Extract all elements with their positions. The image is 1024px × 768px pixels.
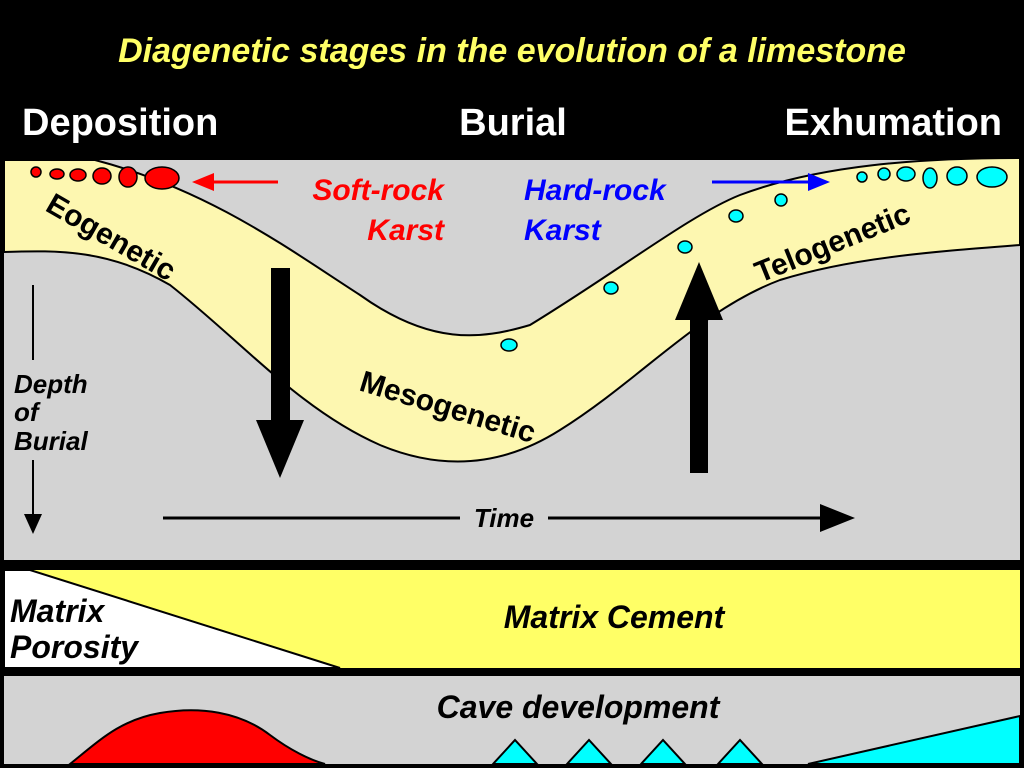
hard-karst-label-1: Hard-rock — [524, 174, 667, 207]
depth-arrow-head — [24, 514, 42, 534]
soft-karst-cave-hump — [67, 709, 326, 765]
hard-karst-cave-peaks — [490, 738, 765, 765]
stage-exhumation: Exhumation — [785, 102, 1002, 144]
porosity-label-2: Porosity — [10, 629, 140, 665]
telogenetic-cave-wedge — [807, 714, 1021, 765]
hard-karst-arrow-head — [808, 173, 830, 191]
depth-label-1: Depth — [14, 369, 88, 399]
cement-label: Matrix Cement — [504, 599, 726, 635]
porosity-label-1: Matrix — [10, 593, 105, 629]
soft-karst-pores — [30, 166, 180, 190]
depth-label-2: of — [14, 397, 41, 427]
cave-label: Cave development — [437, 689, 721, 725]
stage-burial: Burial — [459, 102, 567, 144]
porosity-wedge — [3, 569, 341, 669]
burial-arrow — [256, 268, 304, 478]
hard-karst-pores — [500, 166, 1008, 352]
soft-karst-arrow-head — [192, 173, 214, 191]
stage-deposition: Deposition — [22, 102, 218, 144]
soft-karst-label-2: Karst — [367, 214, 446, 247]
depth-label-3: Burial — [14, 426, 88, 456]
time-label: Time — [474, 503, 534, 533]
soft-karst-label-1: Soft-rock — [312, 174, 445, 207]
time-arrow-head — [820, 504, 855, 532]
diagram-title: Diagenetic stages in the evolution of a … — [118, 32, 906, 70]
exhumation-arrow — [675, 262, 723, 473]
hard-karst-label-2: Karst — [524, 214, 603, 247]
